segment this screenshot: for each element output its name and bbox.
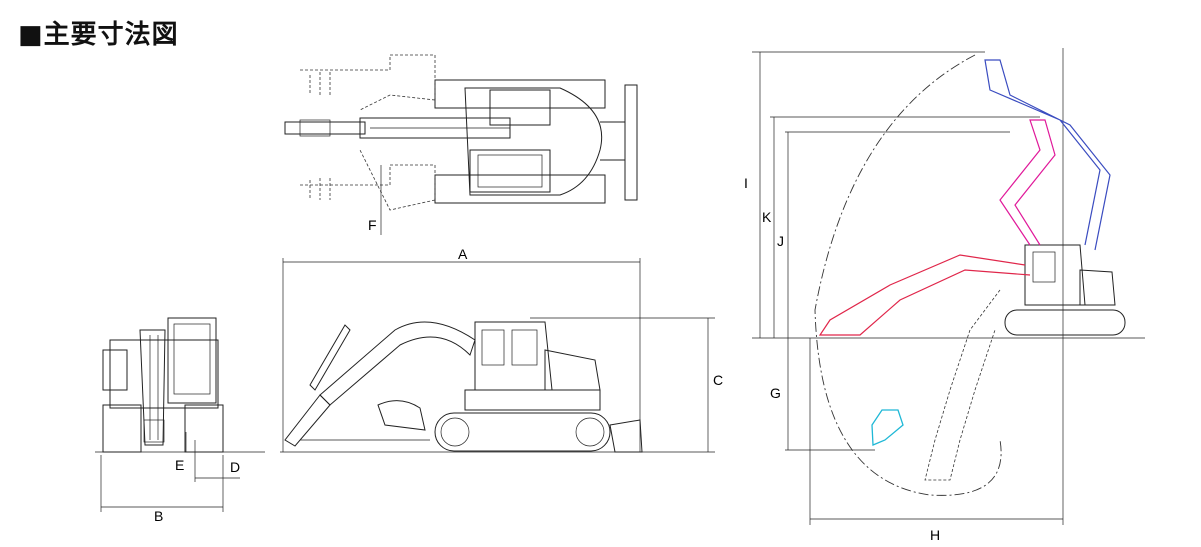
dim-label-i: I [744,175,748,191]
page-title: ■主要寸法図 [18,20,179,50]
dim-label-d: D [230,459,240,475]
dim-label-h: H [930,527,940,543]
dim-label-g: G [770,385,781,401]
dim-label-a: A [458,246,468,262]
side-view: A C [280,246,723,453]
dim-label-c: C [713,372,723,388]
top-view: F [284,54,638,235]
dim-label-j: J [777,233,784,249]
dim-label-e: E [175,457,184,473]
front-view: B E D [95,317,265,524]
dim-label-f: F [368,217,377,233]
dim-label-b: B [154,508,163,524]
dim-label-k: K [762,209,772,225]
working-range-view: I K J G H [744,48,1145,543]
